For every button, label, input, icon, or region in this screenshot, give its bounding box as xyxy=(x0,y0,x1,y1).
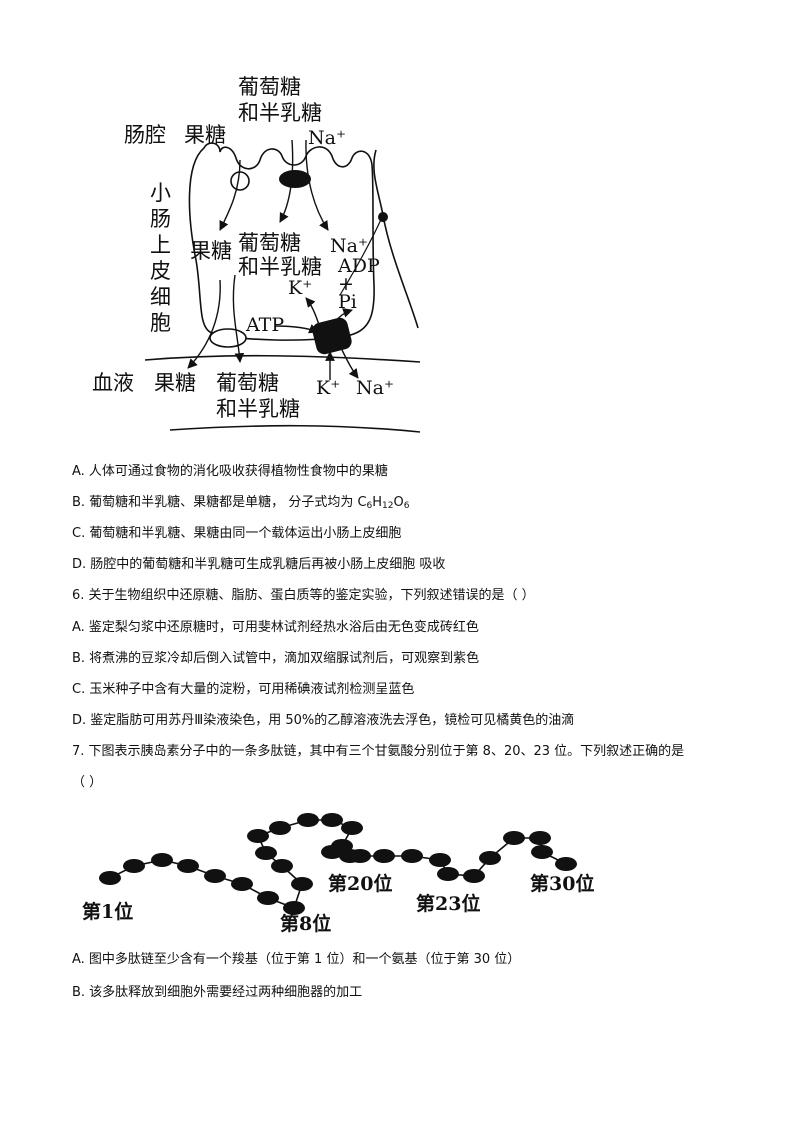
q5-option-a: A. 人体可通过食物的消化吸收获得植物性食物中的果糖 xyxy=(72,464,388,479)
label-cell-2: 肠 xyxy=(150,207,171,231)
formula-o: O xyxy=(393,495,404,510)
label-na-top: Na⁺ xyxy=(308,127,346,149)
q6-option-b: B. 将煮沸的豆浆冷却后倒入试管中，滴加双缩脲试剂后，可观察到紫色 xyxy=(72,651,480,666)
q6-option-c: C. 玉米种子中含有大量的淀粉，可用稀碘液试剂检测呈蓝色 xyxy=(72,682,415,697)
polypeptide-chain-diagram: 第1位 第8位 第20位 第23位 第30位 xyxy=(82,813,594,935)
label-gg-mid-1: 葡萄糖 xyxy=(238,231,301,255)
junction-dot xyxy=(378,212,388,222)
na-k-pump xyxy=(312,317,352,355)
label-position-23: 第23位 xyxy=(416,892,480,915)
q6-option-a: A. 鉴定梨匀浆中还原糖时，可用斐林试剂经热水浴后由无色变成砖红色 xyxy=(72,620,479,635)
fructose-carrier-apical xyxy=(230,171,250,191)
label-na-mid: Na⁺ xyxy=(330,235,368,257)
label-cell-3: 上 xyxy=(150,233,171,257)
label-position-1: 第1位 xyxy=(82,900,133,923)
label-position-8: 第8位 xyxy=(280,912,331,935)
label-cell-1: 小 xyxy=(150,181,171,205)
label-gg-top-1: 葡萄糖 xyxy=(238,75,301,99)
intestine-transport-diagram: 肠腔 果糖 葡萄糖 和半乳糖 Na⁺ 小 肠 上 皮 细 胞 果糖 葡萄糖 和半… xyxy=(92,75,421,433)
q5-option-c: C. 葡萄糖和半乳糖、果糖由同一个载体运出小肠上皮细胞 xyxy=(72,526,402,541)
cell-membrane xyxy=(188,142,375,341)
label-k-mid: K⁺ xyxy=(288,277,312,299)
label-fructose-bottom: 果糖 xyxy=(154,371,196,395)
label-gg-bottom-2: 和半乳糖 xyxy=(216,397,300,421)
blood-vessel-bottom xyxy=(169,424,421,433)
label-plus: + xyxy=(338,273,354,295)
label-k-bottom: K⁺ xyxy=(316,377,340,399)
formula-c: C xyxy=(357,495,367,510)
amino-acid-residues xyxy=(99,813,577,915)
formula-o-sub: 6 xyxy=(403,501,410,511)
q7-stem-line-2: （ ） xyxy=(72,775,103,790)
label-position-30: 第30位 xyxy=(530,872,594,895)
formula-h-sub: 12 xyxy=(382,501,394,511)
label-adp: ADP xyxy=(337,255,380,277)
label-gg-mid-2: 和半乳糖 xyxy=(238,255,322,279)
q7-option-a: A. 图中多肽链至少含有一个羧基（位于第 1 位）和一个氨基（位于第 30 位） xyxy=(72,952,521,967)
label-fructose-top: 果糖 xyxy=(184,123,226,147)
label-gg-bottom-1: 葡萄糖 xyxy=(216,371,279,395)
formula-c-sub: 6 xyxy=(366,501,373,511)
label-intestine: 肠腔 xyxy=(124,123,166,147)
q6-option-d: D. 鉴定脂肪可用苏丹Ⅲ染液染色，用 50%的乙醇溶液洗去浮色，镜检可见橘黄色的… xyxy=(72,713,575,728)
q5-option-b-text: B. 葡萄糖和半乳糖、果糖都是单糖， 分子式均为 xyxy=(72,495,358,510)
label-na-bottom: Na⁺ xyxy=(356,377,394,399)
adjacent-cell-boundary xyxy=(373,149,419,329)
q5-option-d: D. 肠腔中的葡萄糖和半乳糖可生成乳糖后再被小肠上皮细胞 吸收 xyxy=(72,557,446,572)
q6-stem: 6. 关于生物组织中还原糖、脂肪、蛋白质等的鉴定实验，下列叙述错误的是（ ） xyxy=(72,588,535,603)
sglt-carrier xyxy=(279,170,311,188)
label-blood: 血液 xyxy=(92,371,134,395)
label-pi: Pi xyxy=(338,291,357,313)
label-cell-6: 胞 xyxy=(150,311,171,335)
label-atp: ATP xyxy=(245,314,284,336)
q7-stem-line-1: 7. 下图表示胰岛素分子中的一条多肽链，其中有三个甘氨酸分别位于第 8、20、2… xyxy=(72,744,685,759)
formula-h: H xyxy=(372,495,383,510)
label-cell-5: 细 xyxy=(150,285,171,309)
label-gg-top-2: 和半乳糖 xyxy=(238,101,322,125)
blood-vessel-top xyxy=(144,354,421,363)
label-cell-4: 皮 xyxy=(150,259,171,283)
label-fructose-mid: 果糖 xyxy=(190,239,232,263)
q7-option-b: B. 该多肽释放到细胞外需要经过两种细胞器的加工 xyxy=(72,985,363,1000)
q5-option-b: B. 葡萄糖和半乳糖、果糖都是单糖， 分子式均为 C6H12O6 xyxy=(72,494,409,515)
label-position-20: 第20位 xyxy=(328,872,392,895)
basal-carrier xyxy=(209,328,247,348)
